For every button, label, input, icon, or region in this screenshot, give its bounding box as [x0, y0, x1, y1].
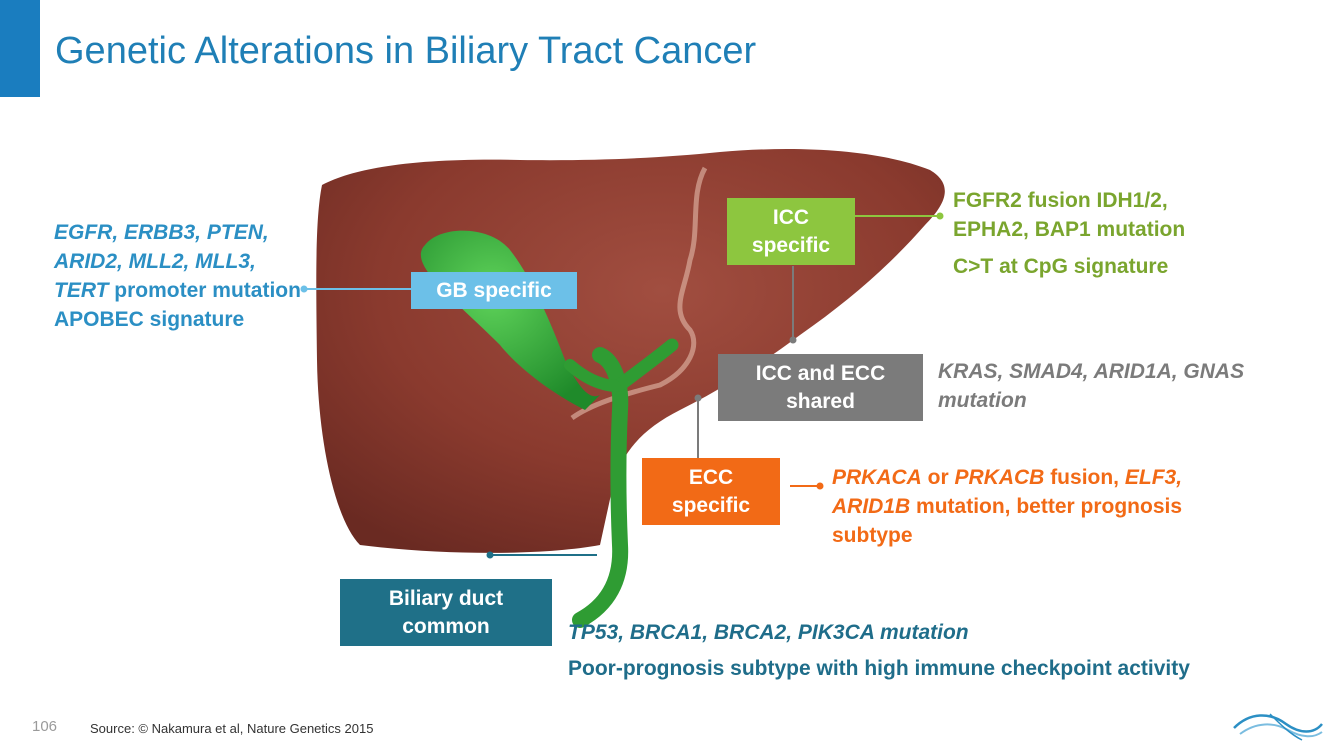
ecc-text-3: mutation, better prognosis subtype	[832, 495, 1183, 547]
gb-rest: promoter mutation APOBEC signature	[54, 279, 301, 331]
shared-text-line1: KRAS, SMAD4, ARID1A, GNAS	[938, 360, 1245, 383]
source-citation: Source: © Nakamura et al, Nature Genetic…	[90, 721, 374, 736]
common-text-line2: Poor-prognosis subtype with high immune …	[568, 657, 1190, 680]
biliary-box-line1: Biliary duct	[388, 586, 504, 610]
icc-text-line1: FGFR2 fusion IDH1/2,	[953, 189, 1168, 212]
cystic-duct	[564, 359, 621, 392]
company-logo	[1233, 713, 1323, 741]
ecc-box-line1: ECC	[688, 465, 734, 489]
shared-box-line1: ICC and ECC	[755, 361, 886, 385]
gb-specific-box: GB specific	[411, 272, 577, 309]
icc-text-line3: C>T at CpG signature	[953, 255, 1169, 278]
bile-duct	[572, 347, 629, 628]
shared-text-line2: mutation	[938, 389, 1027, 412]
gb-alterations-text: EGFR, ERBB3, PTEN, ARID2, MLL2, MLL3, TE…	[54, 218, 304, 334]
hepatic-duct-branch	[613, 338, 679, 392]
gb-box-label: GB specific	[436, 278, 552, 302]
ecc-alterations-text: PRKACA or PRKACB fusion, ELF3, ARID1B mu…	[832, 463, 1242, 550]
gb-genes: EGFR, ERBB3, PTEN, ARID2, MLL2, MLL3, TE…	[54, 221, 269, 302]
icc-text-line2: EPHA2, BAP1 mutation	[953, 218, 1186, 241]
common-alterations-text: TP53, BRCA1, BRCA2, PIK3CA mutation Poor…	[568, 618, 1308, 683]
ecc-text-2: fusion,	[1044, 466, 1125, 489]
page-number: 106	[32, 718, 58, 735]
biliary-duct-common-box: Biliary duct common	[340, 579, 552, 646]
shared-box-line2: shared	[786, 389, 855, 413]
ecc-gene-2: PRKACB	[954, 466, 1045, 489]
common-text-line1: TP53, BRCA1, BRCA2, PIK3CA mutation	[568, 621, 969, 644]
ecc-gene-1: PRKACA	[832, 466, 922, 489]
shared-alterations-text: KRAS, SMAD4, ARID1A, GNAS mutation	[938, 357, 1318, 415]
icc-box-line2: specific	[751, 233, 831, 257]
icc-specific-box: ICC specific	[727, 198, 855, 265]
biliary-box-line2: common	[402, 614, 490, 638]
ecc-text-1: or	[921, 466, 955, 489]
ecc-specific-box: ECC specific	[642, 458, 780, 525]
icc-box-line1: ICC	[772, 205, 810, 229]
icc-ecc-shared-box: ICC and ECC shared	[718, 354, 923, 421]
ecc-gene-3: ELF3, ARID1B	[832, 466, 1183, 518]
page-title: Genetic Alterations in Biliary Tract Can…	[55, 30, 757, 72]
ecc-box-line2: specific	[671, 493, 751, 517]
icc-alterations-text: FGFR2 fusion IDH1/2, EPHA2, BAP1 mutatio…	[953, 186, 1253, 281]
accent-bar	[0, 0, 40, 97]
